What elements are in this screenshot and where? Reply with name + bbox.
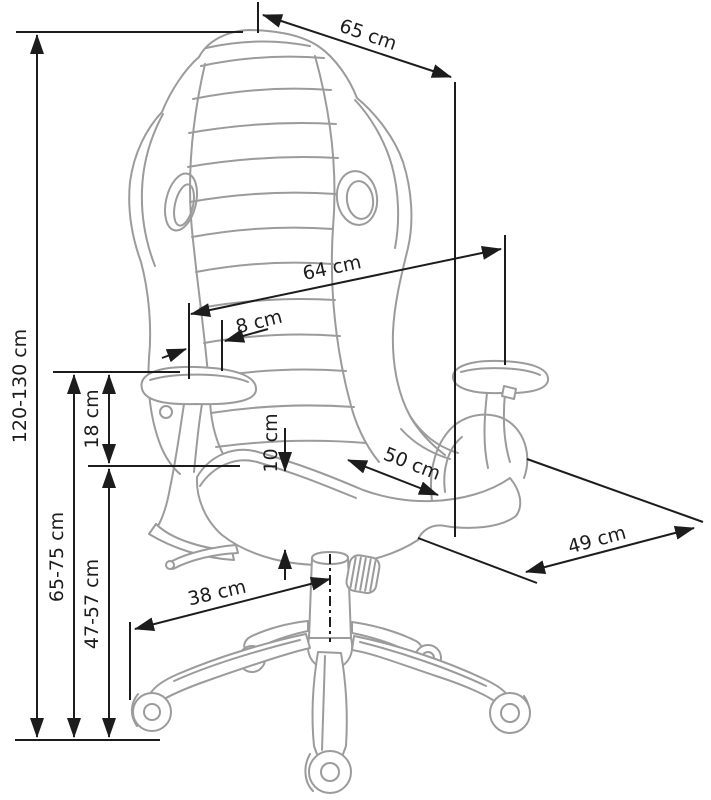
shoulder-hole-left <box>163 172 199 232</box>
caster-left-hub <box>143 703 161 721</box>
left-armrest-pad-line <box>149 373 249 383</box>
caster-right-hub <box>500 703 520 723</box>
base-leg-right-ridge <box>359 641 487 687</box>
right-armrest-clip <box>501 385 517 400</box>
left-armrest <box>140 365 258 570</box>
stitch-line <box>188 122 337 134</box>
left-armrest-knob <box>159 405 173 419</box>
ext-line-seat-width-lower <box>417 537 538 584</box>
backrest-seat-junction-echo <box>400 428 451 460</box>
seat <box>195 413 529 567</box>
stitch-line <box>187 156 339 168</box>
ext-line-seat-width-upper <box>526 458 704 523</box>
stitch-line <box>200 55 325 67</box>
label-armrest-above-seat: 18 cm <box>81 389 103 448</box>
stitch-line <box>192 87 332 100</box>
seat-bolster-echo <box>199 459 357 499</box>
backrest-seat-junction <box>409 415 459 454</box>
chair-drawing <box>128 29 549 794</box>
dim-backrest-height <box>190 246 502 317</box>
dim-seat-depth <box>347 459 439 496</box>
caster-right <box>489 692 531 734</box>
base-front <box>130 633 531 794</box>
label-total-height: 120-130 cm <box>9 329 31 443</box>
right-armrest-post <box>502 392 511 463</box>
label-seat-depth: 50 cm <box>380 443 443 485</box>
caster-front-fork <box>304 753 314 792</box>
caster-left-fork <box>130 693 139 727</box>
base-leg-left-ridge <box>173 639 301 682</box>
dim-backrest-side-right <box>224 328 269 343</box>
right-armrest <box>452 359 549 469</box>
base-leg-front-ridge <box>321 655 326 751</box>
right-armrest-pad-line <box>460 367 541 376</box>
shoulder-hole-left-inner <box>173 183 195 227</box>
headrest-inner-line <box>205 40 311 49</box>
label-seat-thickness: 10 cm <box>260 413 282 472</box>
left-armrest-post <box>157 403 185 527</box>
stitch-line <box>215 439 367 448</box>
caster-front-hub <box>320 762 340 782</box>
right-armrest-pad <box>452 359 549 395</box>
dimension-lines <box>15 2 704 741</box>
tilt-lever-tip <box>165 560 175 570</box>
dim-backrest-top-width <box>262 14 452 78</box>
knob-ribs <box>349 556 377 592</box>
caster-left <box>132 692 172 732</box>
stitch-line <box>210 404 355 414</box>
caster-front <box>308 750 352 794</box>
right-armrest-post <box>483 392 489 469</box>
label-seat-height: 47-57 cm <box>81 559 103 649</box>
label-base-radius: 38 cm <box>186 576 249 611</box>
stitch-line <box>189 191 337 203</box>
backrest <box>128 29 459 475</box>
left-armrest-post <box>193 403 203 473</box>
height-adjust-knob <box>345 554 381 595</box>
seat-cushion <box>195 448 522 567</box>
right-wing-seam <box>354 99 400 249</box>
dim-base-radius <box>134 576 331 632</box>
stitch-line <box>199 298 336 309</box>
shoulder-hole-right-inner <box>345 180 375 220</box>
label-backrest-side-depth: 8 cm <box>233 306 284 339</box>
left-wing-seam <box>140 113 164 267</box>
dim-seat-width <box>525 526 695 574</box>
backrest-outline-left <box>128 56 200 475</box>
shoulder-hole-right <box>335 170 379 226</box>
stitch-line <box>191 226 334 238</box>
seat-right-bolster-echo <box>443 436 463 493</box>
dim-backrest-side-left <box>161 348 187 363</box>
base-leg-front <box>311 651 348 762</box>
stitch-line <box>203 333 341 344</box>
label-armrest-height: 65-75 cm <box>46 512 68 602</box>
